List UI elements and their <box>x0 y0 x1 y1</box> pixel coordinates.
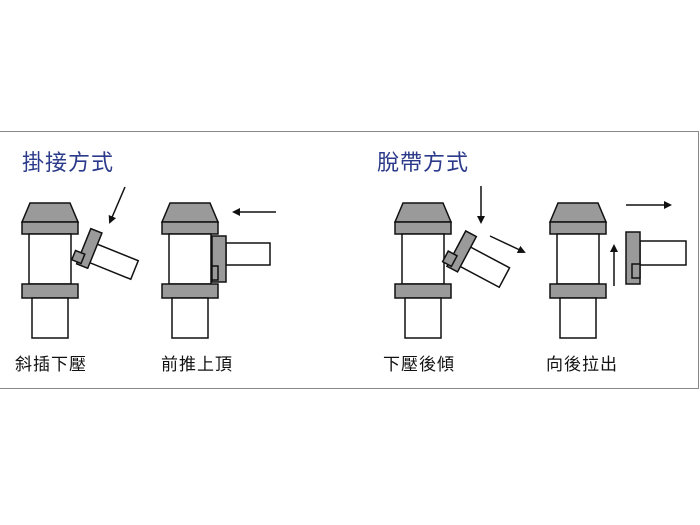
tube-body <box>168 233 212 285</box>
step-caption-pull-out: 向後拉出 <box>546 355 618 375</box>
step-caption-press-tilt: 下壓後傾 <box>383 355 455 375</box>
tube-collar <box>394 221 452 235</box>
tube-lower-band <box>21 283 79 299</box>
tube-collar <box>161 221 219 235</box>
removal-method-title: 脫帶方式 <box>377 151 470 176</box>
figure-push-forward-lift <box>160 202 276 339</box>
step-caption-push-lift: 前推上頂 <box>161 355 233 375</box>
rail-clip <box>441 229 511 289</box>
step-caption-insert-press: 斜插下壓 <box>15 355 87 375</box>
figure-insert-press-down <box>20 186 140 339</box>
figure-pull-out <box>548 201 687 339</box>
tube-top-cap <box>393 202 453 223</box>
tube-base <box>404 297 442 339</box>
tube-top-cap <box>548 202 608 223</box>
tube-body <box>28 233 72 285</box>
arrow-down-diagonal <box>108 186 126 224</box>
tube-lower-band <box>161 283 219 299</box>
tube-base <box>559 297 597 339</box>
tube-base <box>31 297 69 339</box>
tube-base <box>171 297 209 339</box>
rail-clip <box>211 235 271 283</box>
tube-top-cap <box>160 202 220 223</box>
mount-method-title: 掛接方式 <box>22 151 115 176</box>
rail-clip <box>625 231 687 285</box>
figure-press-tilt-back <box>393 186 526 339</box>
arrow-down-right <box>489 235 526 254</box>
tube-collar <box>21 221 79 235</box>
tube-top-cap <box>20 202 80 223</box>
tube-collar <box>549 221 607 235</box>
tube-lower-band <box>394 283 452 299</box>
tube-lower-band <box>549 283 607 299</box>
rail-clip <box>70 227 140 281</box>
tube-body <box>556 233 600 285</box>
tube-body <box>401 233 445 285</box>
